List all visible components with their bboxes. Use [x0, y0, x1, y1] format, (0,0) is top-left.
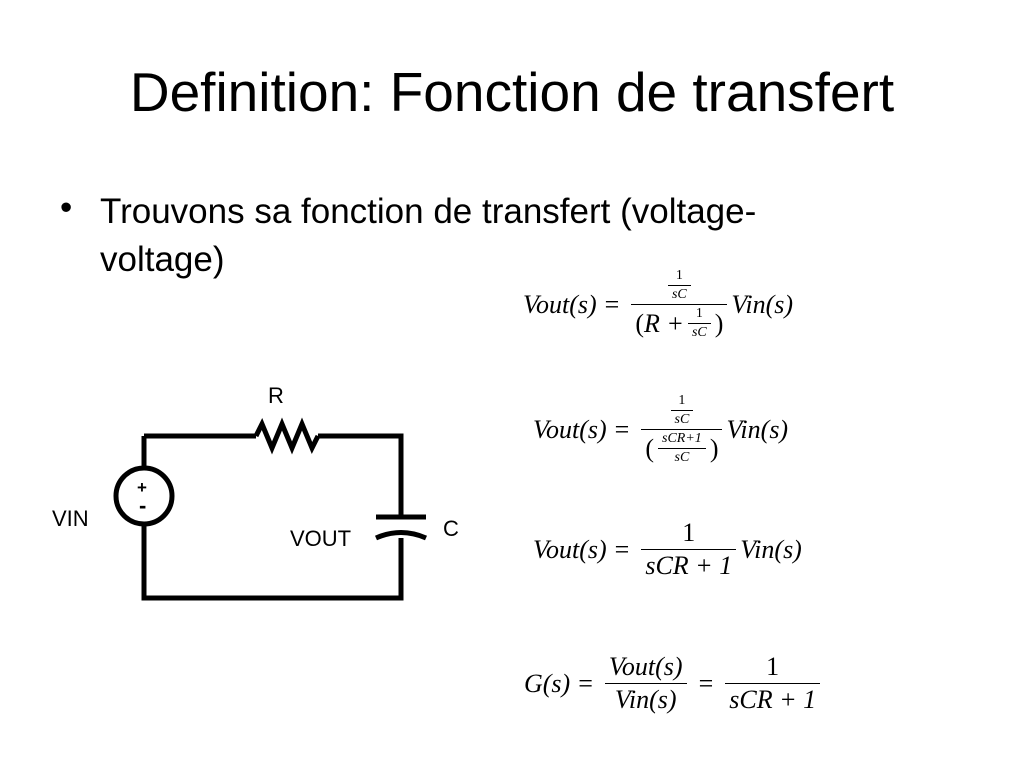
eq4-fraction-1: Vout(s) Vin(s) — [604, 652, 687, 715]
eq1-open-paren: ( — [635, 308, 645, 338]
eq4-g: G(s) — [524, 668, 571, 698]
eq2-num-one: 1 — [678, 393, 686, 408]
eq1-num-sc: sC — [671, 287, 687, 302]
eq4-equals-1: = — [578, 668, 593, 698]
eq2-vout: Vout(s) — [533, 414, 607, 444]
eq3-fraction: 1 sCR + 1 — [641, 518, 737, 581]
eq1-close-paren: ) — [714, 308, 724, 338]
page-title: Definition: Fonction de transfert — [129, 61, 895, 123]
wire-top-right — [318, 433, 404, 516]
eq4-den-scr1: sCR + 1 — [729, 685, 817, 714]
resistor-label: R — [268, 383, 284, 408]
bullet-text: Trouvons sa fonction de transfert (volta… — [100, 192, 757, 279]
eq1-vout: Vout(s) — [523, 289, 597, 319]
eq2-equals: = — [614, 414, 630, 444]
eq1-den-frac: 1 sC — [687, 306, 711, 341]
eq1-den-sc: sC — [691, 325, 707, 340]
eq4-equals-2: = — [698, 668, 714, 698]
eq2-close-paren: ) — [709, 433, 719, 463]
eq4-vin: Vin(s) — [614, 685, 677, 714]
eq2-num-frac: 1 sC — [670, 393, 694, 428]
equation-2: Vout(s) = 1 sC ( sCR+1 sC ) Vin(s — [533, 393, 788, 466]
eq3-vout: Vout(s) — [533, 534, 607, 564]
eq3-vin: Vin(s) — [740, 534, 802, 564]
resistor-symbol — [253, 417, 321, 455]
equation-1: Vout(s) = 1 sC ( R + 1 sC ) — [523, 268, 793, 341]
eq2-num-sc: sC — [674, 412, 690, 427]
eq2-den-scr1: sCR+1 — [662, 431, 702, 446]
eq1-den-one: 1 — [695, 306, 703, 321]
eq2-den-frac: sCR+1 sC — [658, 431, 706, 466]
eq2-vin: Vin(s) — [726, 414, 789, 444]
eq1-vin: Vin(s) — [731, 289, 794, 319]
output-label: VOUT — [290, 526, 352, 551]
eq1-num-frac: 1 sC — [667, 268, 691, 303]
bullet-dot: • — [60, 188, 73, 227]
eq4-fraction-2: 1 sCR + 1 — [725, 652, 821, 715]
eq4-num-one: 1 — [766, 652, 780, 681]
capacitor-label: C — [443, 516, 459, 541]
eq1-fraction: 1 sC ( R + 1 sC ) — [631, 268, 728, 341]
capacitor-bottom-plate — [374, 530, 428, 541]
eq2-fraction: 1 sC ( sCR+1 sC ) — [641, 393, 723, 466]
eq4-vout: Vout(s) — [608, 652, 683, 681]
eq3-num-one: 1 — [682, 518, 696, 547]
eq2-den-sc: sC — [674, 450, 690, 465]
source-plus-sign: + — [137, 478, 147, 497]
wire-left-lower — [141, 524, 404, 601]
equation-4: G(s) = Vout(s) Vin(s) = 1 sCR + 1 — [524, 652, 824, 715]
source-minus-sign: - — [139, 493, 146, 518]
eq1-num-one: 1 — [675, 268, 683, 283]
source-label: VIN — [52, 506, 89, 531]
eq2-open-paren: ( — [645, 433, 655, 463]
equation-3: Vout(s) = 1 sCR + 1 Vin(s) — [533, 518, 802, 581]
eq1-equals: = — [604, 289, 620, 319]
eq1-r-plus: R + — [644, 308, 684, 338]
eq3-den-scr1: sCR + 1 — [645, 551, 733, 580]
eq3-equals: = — [614, 534, 630, 564]
